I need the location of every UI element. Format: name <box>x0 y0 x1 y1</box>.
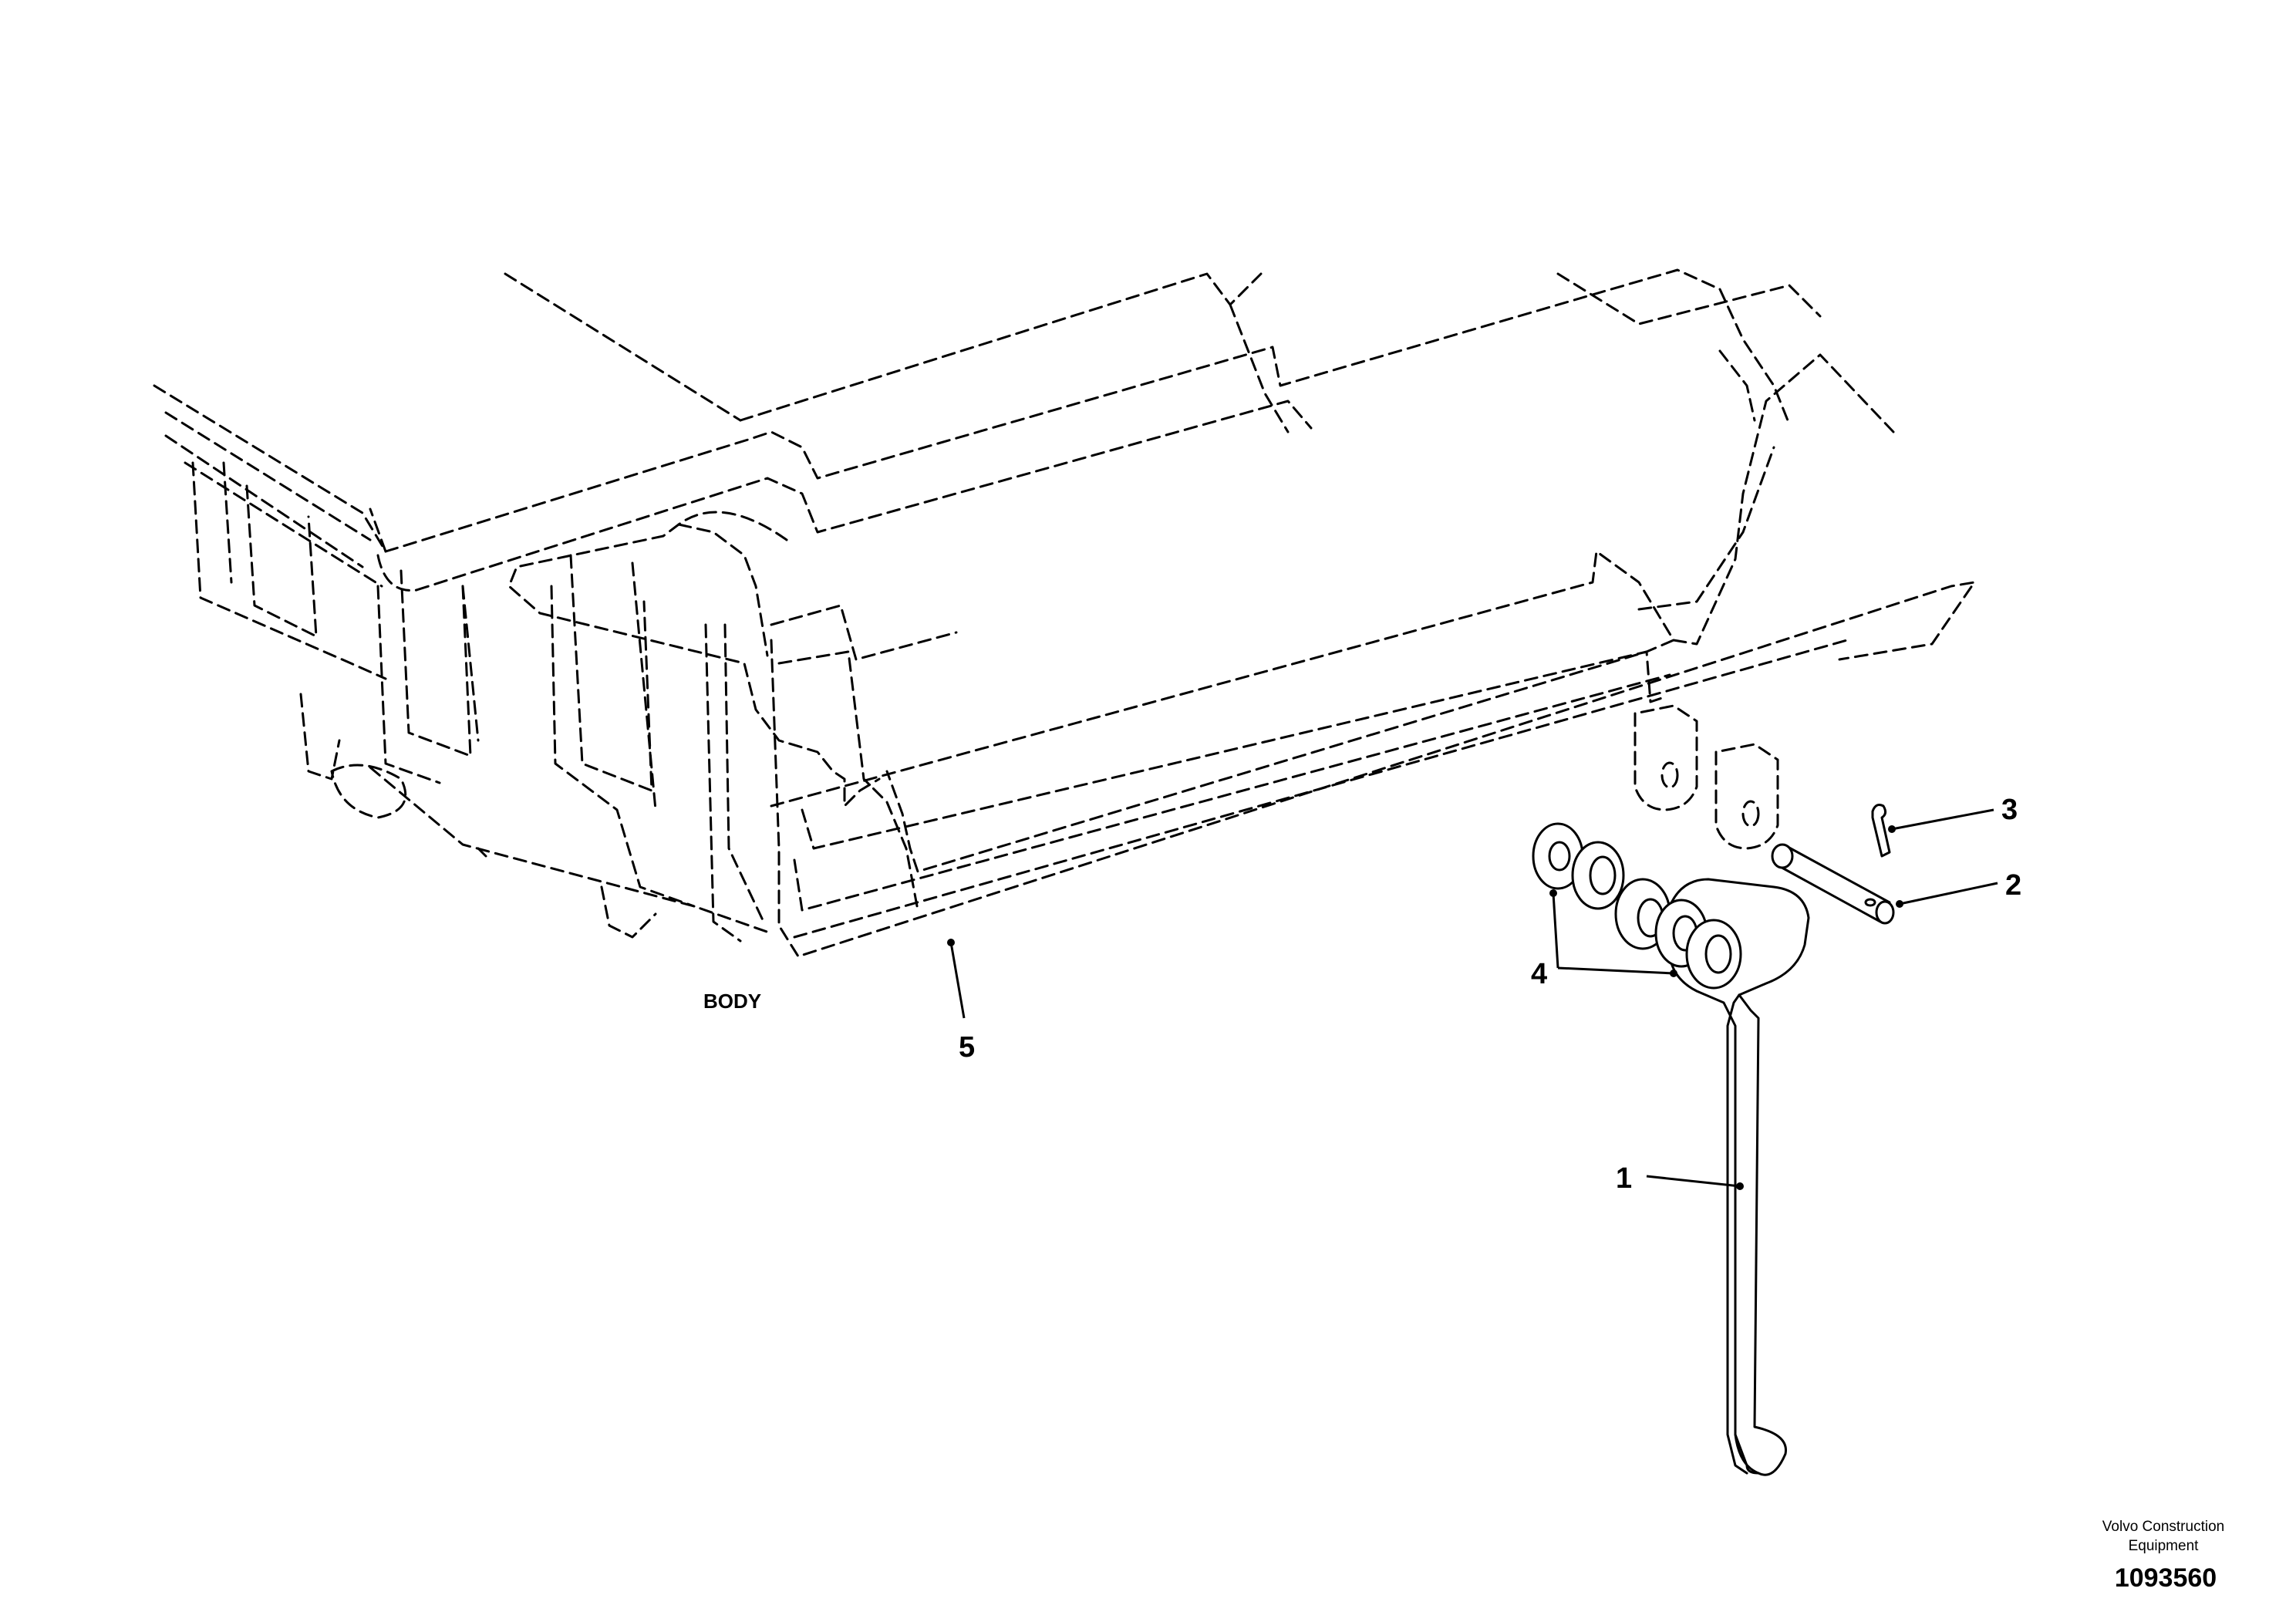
brand-name-line2: Equipment <box>2129 1538 2200 1554</box>
callout-leader-2 <box>1896 882 1998 908</box>
mounting-lug-left <box>1633 704 1698 811</box>
callout-number-1: 1 <box>1616 1162 1632 1195</box>
dump-body-outline <box>153 268 1976 958</box>
washer-part-4-second <box>1571 841 1625 910</box>
callout-leader-1 <box>1646 1175 1744 1190</box>
callout-leader-4 <box>1549 889 1677 977</box>
callout-number-4: 4 <box>1531 958 1547 990</box>
washer-part-4-right-b <box>1685 919 1742 990</box>
callout-number-3: 3 <box>2001 794 2018 826</box>
callout-number-2: 2 <box>2005 869 2021 902</box>
document-number: 1093560 <box>2115 1563 2217 1593</box>
locking-arm-part-1 <box>1668 878 1810 1476</box>
callout-leader-3 <box>1888 808 1994 833</box>
brand-name-line1: Volvo Construction <box>2102 1519 2224 1535</box>
body-label: BODY <box>703 990 761 1013</box>
callout-number-5: 5 <box>959 1031 975 1064</box>
cotter-pin-part-3 <box>1871 804 1891 858</box>
mounting-lug-right <box>1714 743 1779 850</box>
pin-part-2 <box>1771 843 1895 925</box>
callout-leader-5 <box>947 939 966 1019</box>
